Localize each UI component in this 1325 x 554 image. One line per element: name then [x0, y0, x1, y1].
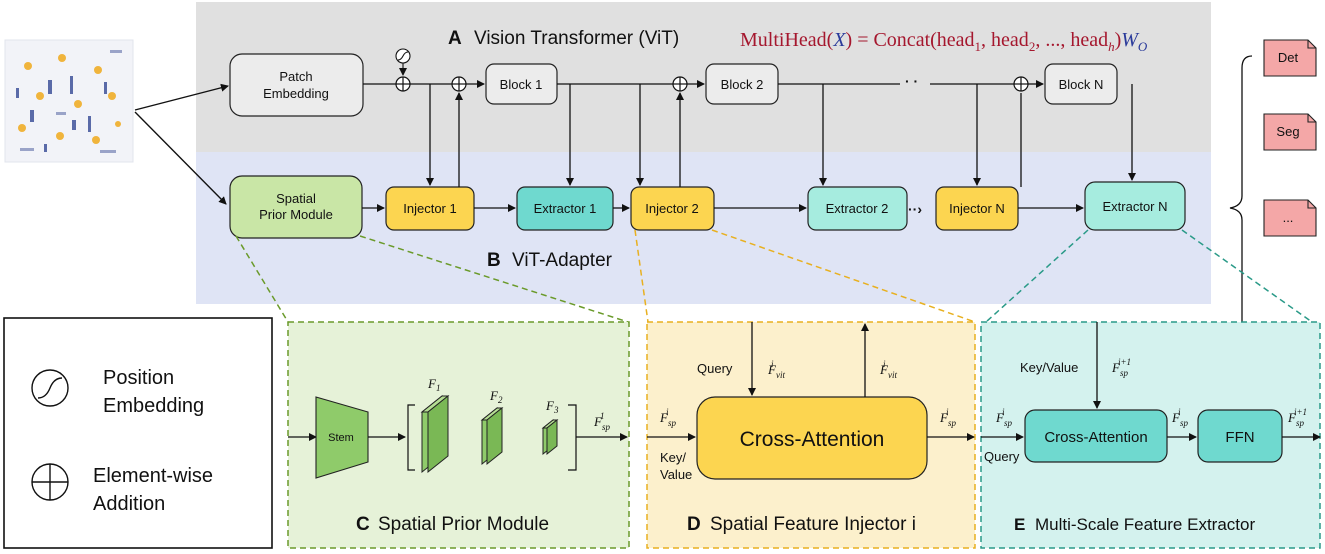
svg-text:Det: Det [1278, 50, 1299, 65]
panel-spatial-feature-injector: Cross-Attention Query Key/ Value Fviti F… [646, 321, 976, 549]
panel-d-key: Key/ [660, 450, 686, 465]
position-embedding-icon [31, 369, 69, 407]
vit-letter: A [448, 28, 462, 49]
injector-1-box: Injector 1 [385, 186, 475, 231]
svg-text:Position: Position [103, 367, 174, 389]
vit-title: Vision Transformer (ViT) [474, 28, 679, 49]
input-image [4, 39, 134, 163]
panel-c-title: Spatial Prior Module [378, 514, 549, 535]
panel-c-letter: C [356, 514, 370, 535]
extractor-n-box: Extractor N [1084, 181, 1186, 231]
adapter-ellipsis: ··› [908, 201, 922, 217]
panel-multi-scale-feature-extractor: Cross-Attention FFN Key/Value Query Fspi… [980, 321, 1321, 549]
patch-embedding-box: Patch Embedding [229, 53, 364, 117]
panel-e-title: Multi-Scale Feature Extractor [1035, 515, 1255, 534]
feature-f1: F1 [420, 376, 450, 474]
extractor-cross-attention-box: Cross-Attention [1024, 409, 1168, 463]
block-1-box: Block 1 [485, 63, 558, 105]
panel-d-query: Query [697, 361, 733, 376]
add-op-pos [395, 76, 411, 92]
svg-text:...: ... [1283, 210, 1294, 225]
svg-text:Fspi: Fspi [1171, 407, 1188, 428]
position-embedding-op [395, 48, 411, 76]
output-brace [1229, 55, 1253, 339]
feature-f3: F3 [541, 398, 559, 456]
svg-text:FFN: FFN [1225, 429, 1254, 446]
svg-text:Prior Module: Prior Module [259, 207, 333, 222]
svg-text:F2: F2 [489, 388, 503, 405]
svg-text:Injector N: Injector N [949, 201, 1005, 216]
svg-text:Fviti: Fviti [767, 359, 785, 380]
feature-f2: F2 [480, 388, 504, 466]
output-det: Det [1263, 39, 1317, 77]
vit-ellipsis: · · [905, 73, 918, 89]
svg-text:Fspi+1: Fspi+1 [1287, 407, 1307, 428]
svg-text:Embedding: Embedding [263, 86, 329, 101]
svg-text:Stem: Stem [328, 432, 354, 444]
svg-text:Spatial: Spatial [276, 191, 316, 206]
svg-text:Injector 2: Injector 2 [645, 201, 698, 216]
svg-text:Extractor 1: Extractor 1 [534, 201, 597, 216]
svg-text:Block 1: Block 1 [500, 77, 543, 92]
panel-e-keyvalue: Key/Value [1020, 360, 1078, 375]
vit-region [196, 2, 1211, 152]
spatial-prior-module-box: Spatial Prior Module [229, 175, 363, 239]
svg-text:Fspi+1: Fspi+1 [1111, 357, 1131, 378]
panel-e-letter: E [1014, 515, 1025, 534]
extractor-2-box: Extractor 2 [807, 186, 908, 231]
svg-text:F1: F1 [427, 376, 440, 393]
multihead-formula: MultiHead(X) = Concat(head1, head2, ...,… [740, 29, 1148, 54]
svg-text:Seg: Seg [1276, 124, 1299, 139]
svg-text:Fsp1: Fsp1 [593, 411, 610, 432]
add-op-1 [451, 76, 467, 92]
svg-text:F3: F3 [545, 398, 559, 415]
panel-e-query: Query [984, 449, 1020, 464]
adapter-title: ViT-Adapter [512, 250, 613, 271]
panel-d-letter: D [687, 514, 701, 535]
svg-text:Cross-Attention: Cross-Attention [1044, 429, 1147, 446]
svg-text:Patch: Patch [279, 69, 312, 84]
svg-text:Fspi: Fspi [995, 407, 1012, 428]
panel-d-value: Value [660, 467, 692, 482]
stem-block: Stem [315, 396, 369, 479]
extractor-1-box: Extractor 1 [516, 186, 614, 231]
panel-d-title: Spatial Feature Injector i [710, 514, 916, 535]
injector-2-box: Injector 2 [630, 186, 715, 231]
block-2-box: Block 2 [705, 63, 779, 105]
block-n-box: Block N [1044, 63, 1118, 105]
svg-text:Extractor 2: Extractor 2 [826, 201, 889, 216]
ffn-box: FFN [1197, 409, 1283, 463]
legend: Position Embedding Element-wise Addition [3, 317, 273, 549]
svg-text:Cross-Attention: Cross-Attention [740, 428, 885, 451]
injector-n-box: Injector N [935, 186, 1019, 231]
svg-text:Block N: Block N [1059, 77, 1104, 92]
panel-spatial-prior-module: Stem F1 F2 F3 Fsp1 C Spatial Prior Modul… [287, 321, 630, 549]
injector-cross-attention-box: Cross-Attention [696, 396, 928, 480]
svg-text:Element-wise: Element-wise [93, 465, 213, 487]
svg-text:Fspi: Fspi [939, 407, 956, 428]
svg-text:Embedding: Embedding [103, 395, 204, 417]
output-seg: Seg [1263, 113, 1317, 151]
add-op-2 [672, 76, 688, 92]
svg-text:Addition: Addition [93, 493, 165, 515]
svg-text:Extractor N: Extractor N [1102, 199, 1167, 214]
element-wise-addition-icon [31, 463, 69, 501]
svg-text:Fviti: Fviti [879, 359, 897, 380]
svg-text:Injector 1: Injector 1 [403, 201, 456, 216]
svg-text:Fspi: Fspi [659, 407, 676, 428]
add-op-n [1013, 76, 1029, 92]
adapter-letter: B [487, 250, 501, 271]
svg-text:Block 2: Block 2 [721, 77, 764, 92]
output-more: ... [1263, 199, 1317, 237]
